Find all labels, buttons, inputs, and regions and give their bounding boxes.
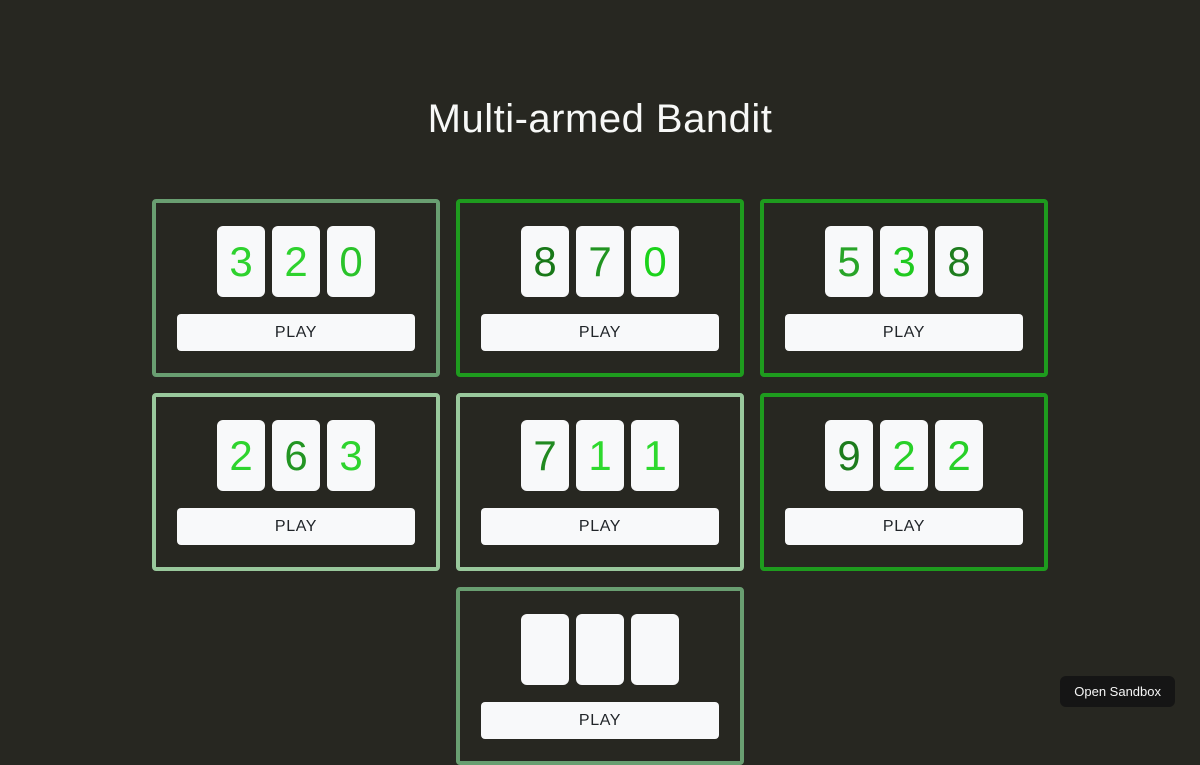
digit-row: 8 7 0	[521, 226, 679, 297]
digit-box: 2	[272, 226, 320, 297]
digit-box: 2	[935, 420, 983, 491]
digit-row: 3 2 0	[217, 226, 375, 297]
play-button[interactable]: PLAY	[481, 702, 719, 739]
play-button[interactable]: PLAY	[481, 314, 719, 351]
bandit-card: 8 7 0 PLAY	[456, 199, 744, 377]
digit-row: 5 3 8	[825, 226, 983, 297]
digit-box: 3	[327, 420, 375, 491]
digit-box: 8	[935, 226, 983, 297]
bandit-card: PLAY	[456, 587, 744, 765]
digit-box: 1	[631, 420, 679, 491]
digit-box: 5	[825, 226, 873, 297]
digit-box: 0	[631, 226, 679, 297]
play-button[interactable]: PLAY	[785, 508, 1023, 545]
page-title: Multi-armed Bandit	[427, 97, 773, 141]
digit-box: 3	[880, 226, 928, 297]
open-sandbox-button[interactable]: Open Sandbox	[1060, 676, 1175, 707]
bandit-card: 5 3 8 PLAY	[760, 199, 1048, 377]
digit-box: 2	[217, 420, 265, 491]
play-button[interactable]: PLAY	[785, 314, 1023, 351]
digit-box: 0	[327, 226, 375, 297]
digit-box: 7	[576, 226, 624, 297]
bandit-card: 2 6 3 PLAY	[152, 393, 440, 571]
bandit-grid: 3 2 0 PLAY 8 7 0 PLAY 5 3 8 PLAY 2 6 3 P…	[152, 199, 1048, 765]
bandit-card: 7 1 1 PLAY	[456, 393, 744, 571]
digit-box: 2	[880, 420, 928, 491]
digit-box: 6	[272, 420, 320, 491]
digit-box: 8	[521, 226, 569, 297]
bandit-card: 9 2 2 PLAY	[760, 393, 1048, 571]
digit-box: 7	[521, 420, 569, 491]
digit-box	[521, 614, 569, 685]
digit-box: 9	[825, 420, 873, 491]
play-button[interactable]: PLAY	[177, 508, 415, 545]
digit-box	[576, 614, 624, 685]
digit-row: 7 1 1	[521, 420, 679, 491]
digit-row	[521, 614, 679, 685]
digit-box: 3	[217, 226, 265, 297]
digit-row: 2 6 3	[217, 420, 375, 491]
play-button[interactable]: PLAY	[481, 508, 719, 545]
digit-box	[631, 614, 679, 685]
play-button[interactable]: PLAY	[177, 314, 415, 351]
digit-box: 1	[576, 420, 624, 491]
digit-row: 9 2 2	[825, 420, 983, 491]
bandit-card: 3 2 0 PLAY	[152, 199, 440, 377]
